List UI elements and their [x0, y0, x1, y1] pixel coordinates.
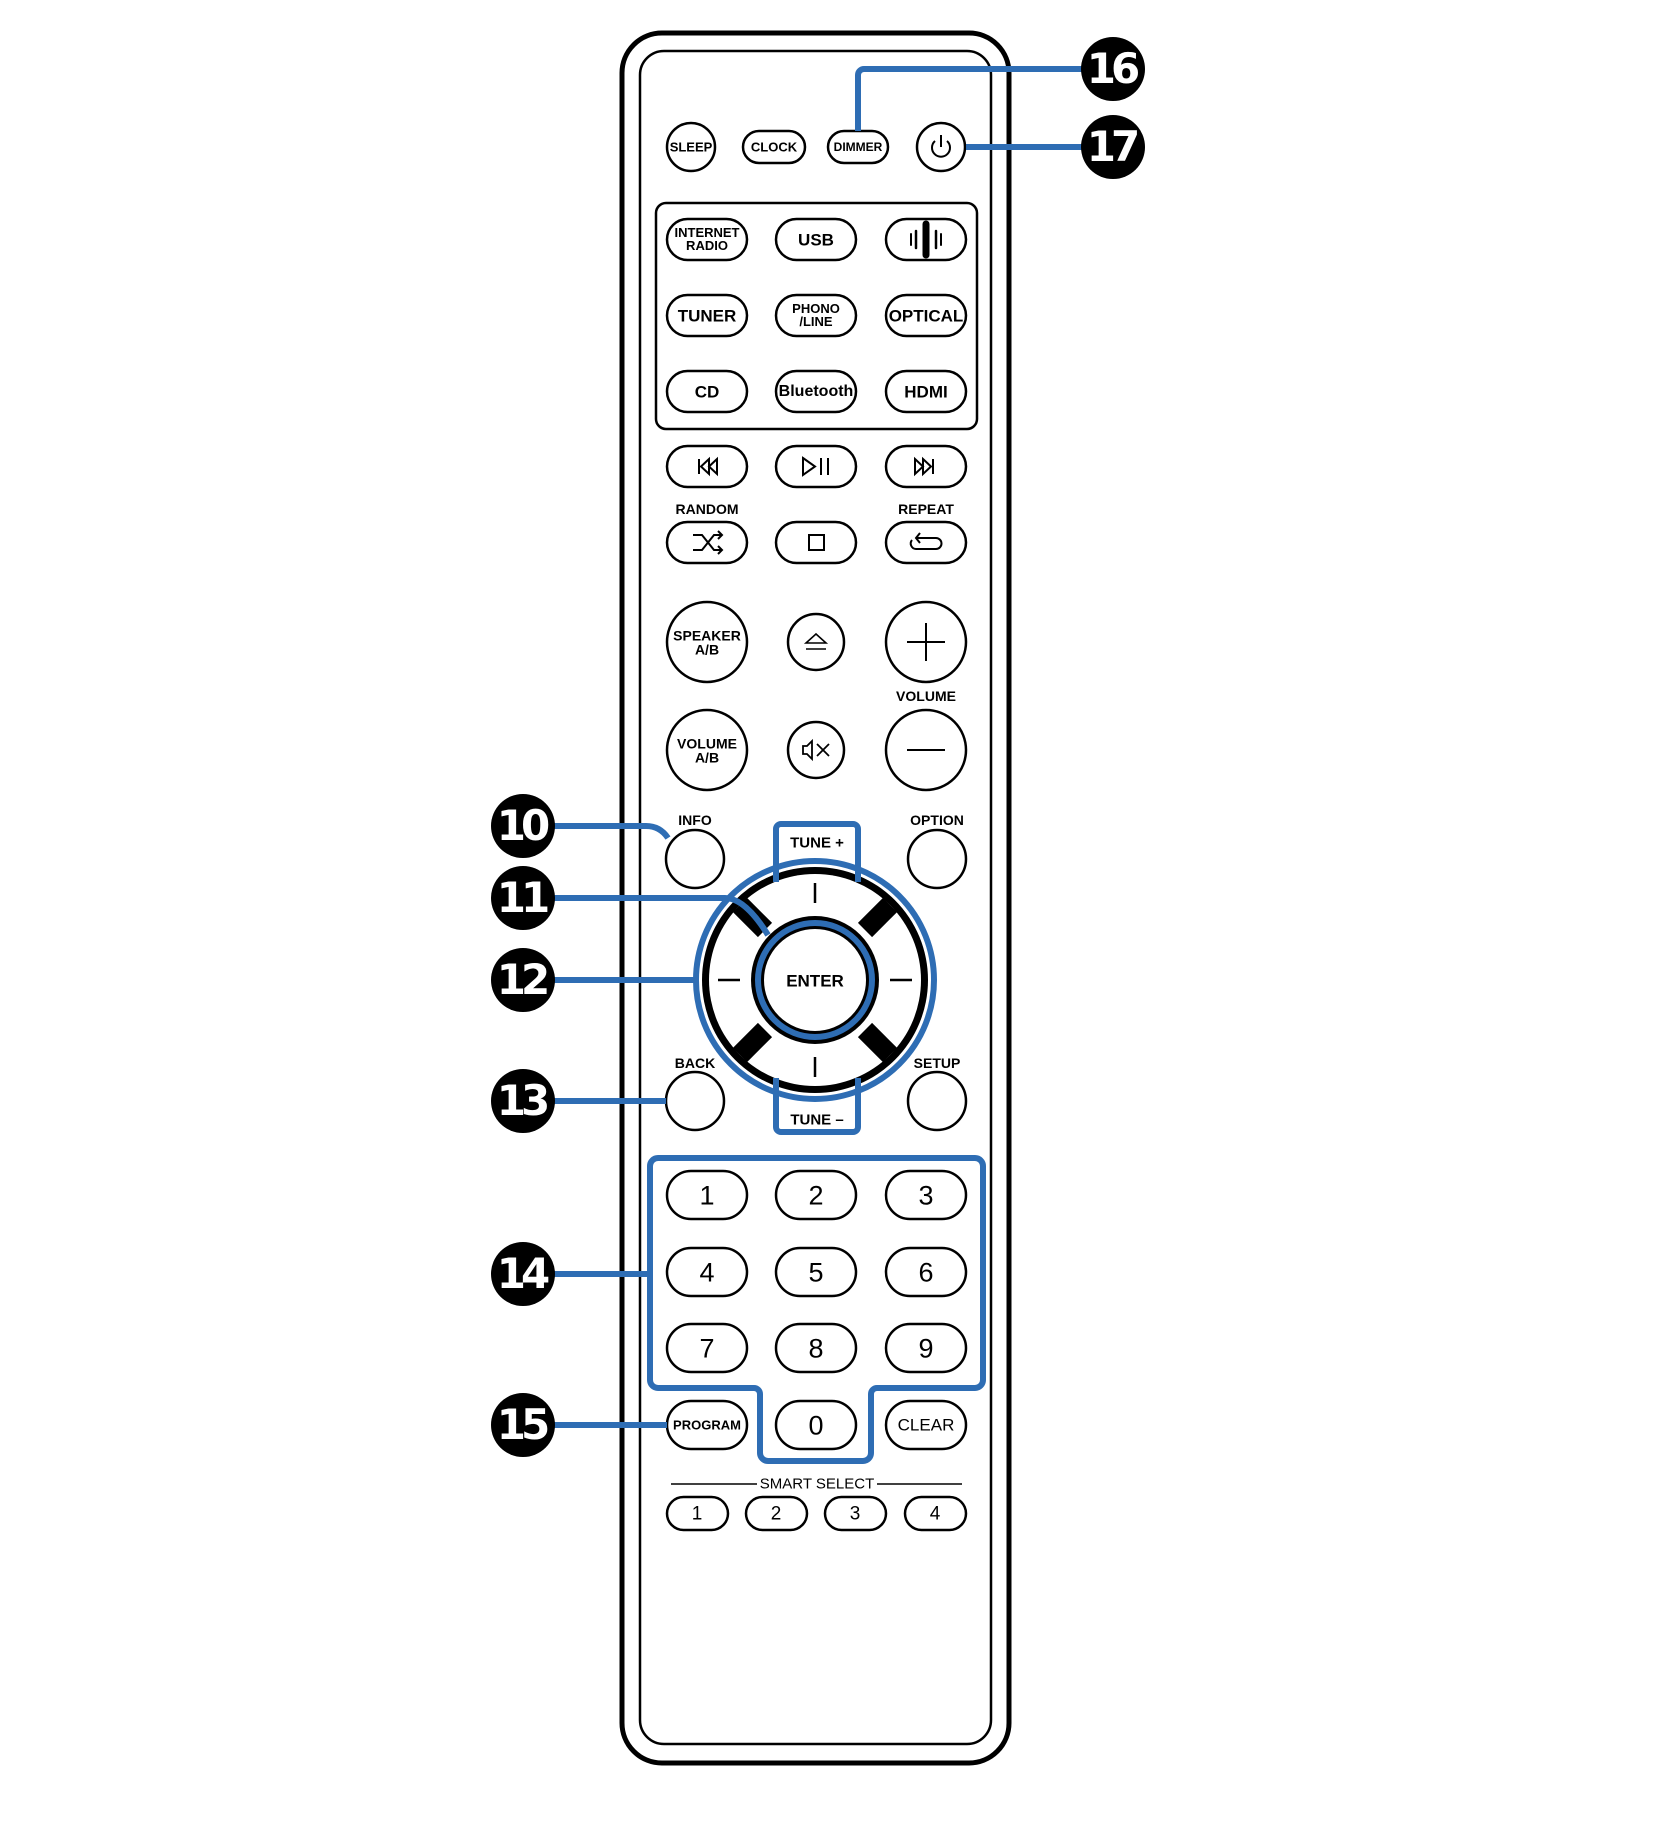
number-keypad — [665, 1169, 968, 1451]
smart-select-3[interactable] — [823, 1495, 888, 1532]
cd-button[interactable] — [665, 369, 749, 414]
repeat-icon — [909, 532, 943, 550]
number-key-4[interactable] — [665, 1246, 749, 1298]
number-keypad-highlight — [647, 1155, 986, 1464]
tuner-button[interactable] — [665, 293, 749, 338]
volume-down-button[interactable] — [884, 708, 968, 792]
power-icon — [931, 135, 951, 158]
dimmer-button[interactable] — [826, 129, 890, 165]
callout-10-marker — [491, 794, 555, 858]
clock-button[interactable] — [741, 129, 807, 165]
clear-button[interactable] — [884, 1399, 968, 1451]
dts-play-fi-icon — [910, 220, 942, 259]
power-button[interactable] — [915, 121, 967, 173]
number-key-1[interactable] — [665, 1169, 749, 1221]
source-panel — [654, 201, 979, 431]
skip-forward-icon — [914, 456, 934, 477]
skip-forward-button[interactable] — [884, 444, 968, 489]
leader-11 — [552, 895, 771, 937]
tune-highlight-bottom — [773, 1078, 861, 1135]
number-key-6[interactable] — [884, 1246, 968, 1298]
smart-select-1[interactable] — [665, 1495, 730, 1532]
volume-ab-button[interactable] — [665, 708, 749, 792]
play-pause-button[interactable] — [774, 444, 858, 489]
speaker-ab-button[interactable] — [665, 600, 749, 684]
plus-icon — [907, 623, 945, 661]
play-pause-icon — [802, 456, 829, 477]
program-button[interactable] — [665, 1399, 749, 1451]
eject-icon — [803, 632, 829, 650]
volume-up-button[interactable] — [884, 600, 968, 684]
shuffle-icon — [693, 530, 724, 555]
smart-select-4[interactable] — [903, 1495, 968, 1532]
repeat-button[interactable] — [884, 520, 968, 565]
optical-button[interactable] — [884, 293, 968, 338]
number-key-9[interactable] — [884, 1322, 968, 1374]
enter-button[interactable] — [762, 927, 868, 1033]
enter-highlight — [755, 920, 875, 1040]
number-key-5[interactable] — [774, 1246, 858, 1298]
callout-12-marker — [491, 948, 555, 1012]
setup-button[interactable] — [906, 1070, 968, 1132]
number-key-8[interactable] — [774, 1322, 858, 1374]
random-button[interactable] — [665, 520, 749, 565]
leader-10-bend — [645, 823, 671, 840]
number-key-2[interactable] — [774, 1169, 858, 1221]
tune-highlight — [773, 821, 861, 882]
option-button[interactable] — [906, 828, 968, 890]
hdmi-button[interactable] — [884, 369, 968, 414]
smart-select-2[interactable] — [744, 1495, 809, 1532]
internet-radio-button[interactable] — [665, 217, 749, 262]
skip-back-icon — [698, 456, 718, 477]
smart-select-keys — [665, 1495, 968, 1532]
info-button[interactable] — [664, 828, 726, 890]
phono-line-button[interactable] — [774, 293, 858, 338]
callout-13-marker — [491, 1069, 555, 1133]
leader-16 — [855, 66, 1082, 131]
heos-button[interactable] — [884, 217, 968, 262]
callout-11-marker — [491, 866, 555, 930]
highlight-overlays — [552, 66, 1082, 1464]
mute-button[interactable] — [786, 720, 846, 780]
callout-15-marker — [491, 1393, 555, 1457]
eject-button[interactable] — [786, 612, 846, 672]
back-button[interactable] — [664, 1070, 726, 1132]
callout-16-marker — [1081, 37, 1145, 101]
sleep-button[interactable] — [665, 121, 717, 173]
number-key-7[interactable] — [665, 1322, 749, 1374]
stop-icon — [808, 534, 825, 551]
number-key-3[interactable] — [884, 1169, 968, 1221]
callout-17-marker — [1081, 115, 1145, 179]
usb-button[interactable] — [774, 217, 858, 262]
mute-icon — [802, 738, 830, 762]
stop-button[interactable] — [774, 520, 858, 565]
bluetooth-button[interactable] — [774, 369, 858, 414]
callout-markers — [491, 37, 1145, 1457]
skip-back-button[interactable] — [665, 444, 749, 489]
callout-14-marker — [491, 1242, 555, 1306]
number-key-0[interactable] — [774, 1399, 858, 1451]
